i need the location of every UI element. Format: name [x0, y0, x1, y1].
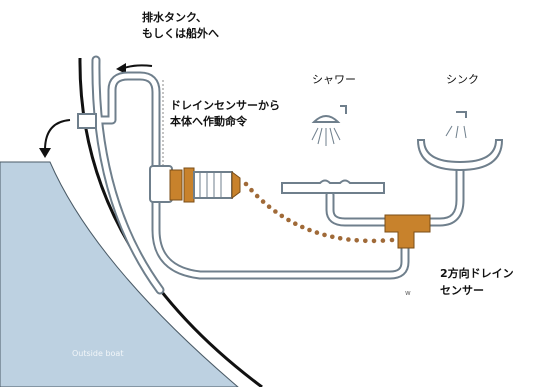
- signal-dot: [260, 199, 266, 204]
- signal-dot: [273, 209, 278, 214]
- pipes: [90, 55, 465, 295]
- two-way-sensor-label-line2: センサー: [440, 284, 484, 297]
- signal-dot: [346, 237, 351, 242]
- tank-arrow: [123, 64, 153, 69]
- signal-dot: [307, 227, 312, 233]
- signal-dot: [286, 217, 291, 223]
- sink: [416, 111, 504, 172]
- outside-water: [0, 161, 239, 387]
- outside-boat-label: Outside boat: [72, 349, 124, 358]
- signal-dot: [249, 187, 254, 193]
- signal-dot: [354, 238, 360, 243]
- through-hull-fitting: [77, 113, 97, 129]
- small-mark: w: [405, 289, 411, 297]
- signal-dot: [314, 230, 320, 235]
- signal-dot: [279, 213, 285, 219]
- discharge-arrow: [44, 119, 71, 151]
- signal-dot: [330, 234, 335, 240]
- signal-dot: [254, 193, 260, 199]
- drain-sensor-label-line1: ドレインセンサーから: [170, 99, 280, 112]
- holding-tank-label-line1: 排水タンク、: [142, 11, 208, 24]
- two-way-sensor-label-line1: 2方向ドレイン: [440, 267, 514, 280]
- shower-label: シャワー: [312, 73, 356, 86]
- two-way-drain-sensor: [384, 214, 431, 249]
- signal-dot: [371, 238, 377, 244]
- signal-dot: [266, 204, 272, 209]
- signal-dot: [380, 238, 386, 243]
- signal-dots: [243, 181, 395, 244]
- signal-dot: [322, 232, 327, 238]
- signal-dot: [243, 181, 249, 187]
- signal-dot: [337, 236, 343, 241]
- pump-unit: [149, 165, 241, 203]
- shower-head: [311, 105, 347, 146]
- signal-dot: [293, 221, 298, 226]
- shower-tray: [281, 179, 385, 194]
- signal-dot: [363, 238, 368, 244]
- signal-dot: [300, 224, 305, 230]
- drain-sensor-label-line2: 本体へ作動命令: [170, 115, 247, 128]
- holding-tank-label-line2: もしくは船外へ: [142, 27, 219, 40]
- signal-dot: [389, 237, 395, 243]
- tank-arrow-head: [116, 63, 126, 74]
- sink-label: シンク: [446, 73, 479, 86]
- discharge-arrow-head: [39, 148, 51, 158]
